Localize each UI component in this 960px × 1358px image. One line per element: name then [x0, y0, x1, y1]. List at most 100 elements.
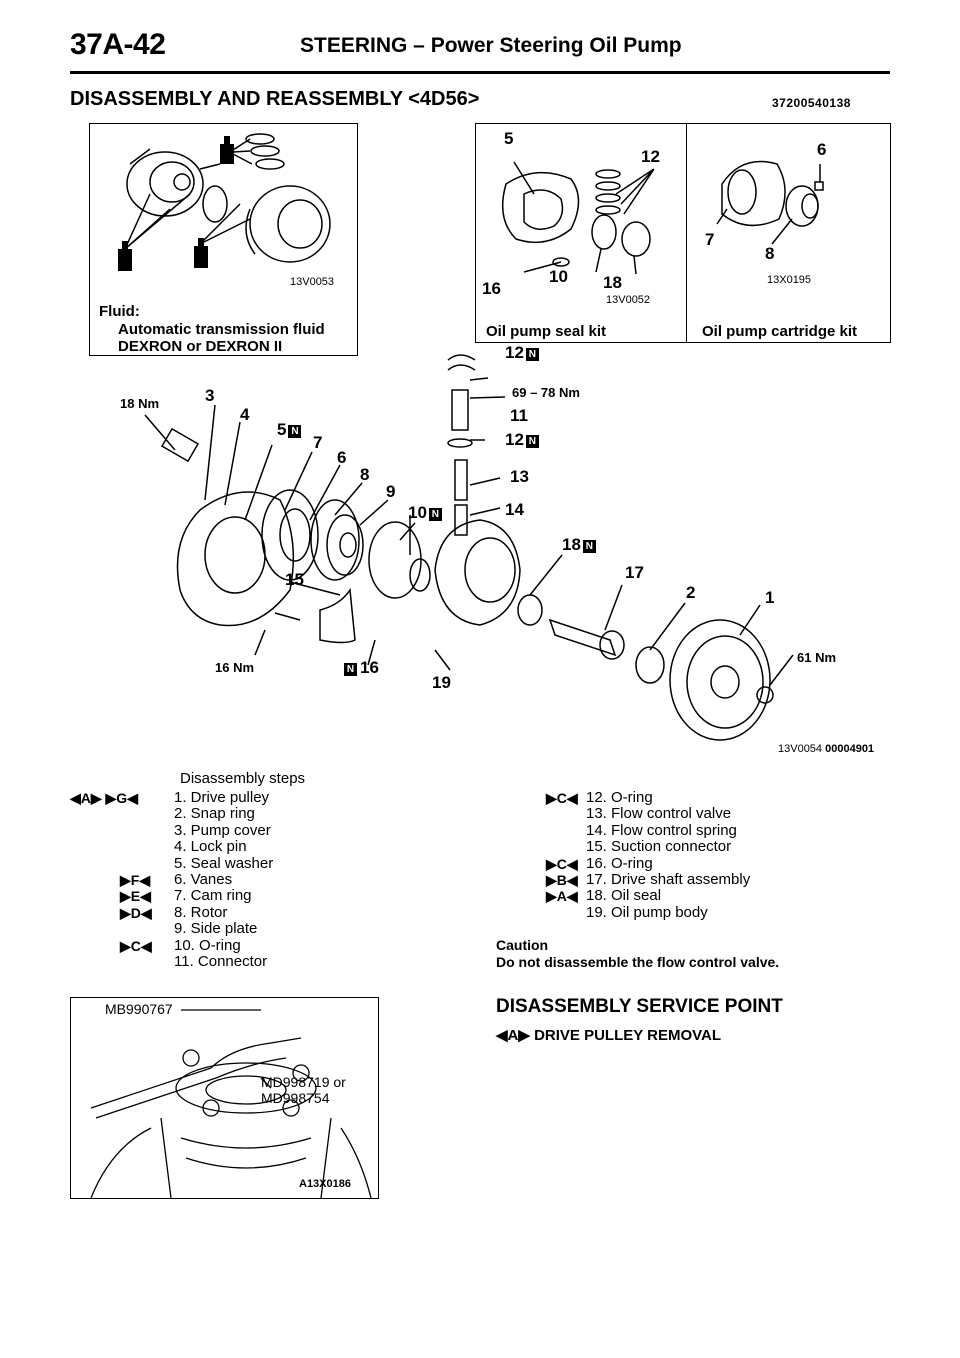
fluid-image-code: 13V0053 — [290, 276, 335, 288]
callout-14: 14 — [505, 500, 524, 519]
fluid-box: 13V0053 Fluid: Automatic transmission fl… — [89, 123, 358, 356]
step-text: 10. O-ring — [174, 936, 241, 954]
fluid-parts-illustration — [118, 133, 331, 271]
step-text: 17. Drive shaft assembly — [586, 870, 751, 888]
step-text: 18. Oil seal — [586, 887, 662, 905]
seal-num-10: 10 — [549, 267, 568, 286]
callout-4: 4 — [240, 405, 250, 424]
step-marks: ▶A◀ — [546, 888, 578, 905]
seal-kit-illustration — [501, 161, 655, 275]
callout-16nm: 16 Nm — [215, 660, 255, 675]
seal-kit-box: 5 12 16 10 18 13V0052 Oil pump seal kit — [475, 123, 688, 343]
seal-num-16: 16 — [482, 279, 501, 298]
step-item: 14. Flow control spring — [496, 821, 896, 839]
callout-61nm: 61 Nm — [797, 650, 837, 665]
step-text: 13. Flow control valve — [586, 805, 732, 823]
step-text: 4. Lock pin — [174, 838, 247, 856]
caution-label: Caution — [496, 937, 549, 953]
cartridge-num-6: 6 — [817, 140, 827, 159]
step-marks: ◀A▶ ▶G◀ — [70, 790, 138, 806]
callout-6: 6 — [337, 448, 347, 467]
fluid-label: Fluid: — [99, 303, 140, 320]
step-text: 19. Oil pump body — [586, 903, 708, 921]
step-text: 9. Side plate — [174, 920, 258, 938]
fluid-line-2: DEXRON or DEXRON II — [118, 338, 283, 355]
step-item: 9. Side plate — [70, 920, 430, 938]
cartridge-kit-box: 6 7 8 13X0195 Oil pump cartridge kit — [686, 123, 891, 343]
header-rule — [70, 71, 890, 74]
tool-md998719: MD998719 or — [261, 1074, 346, 1090]
callout-3: 3 — [205, 386, 215, 405]
callout-9: 9 — [386, 482, 396, 501]
callout-8: 8 — [360, 465, 370, 484]
section-code: 37200540138 — [772, 96, 851, 110]
step-item: 11. Connector — [70, 952, 430, 970]
step-item: ▶A◀ 18. Oil seal — [496, 887, 896, 905]
step-text: 1. Drive pulley — [174, 789, 270, 806]
step-text: 2. Snap ring — [174, 805, 255, 823]
section-title: DISASSEMBLY AND REASSEMBLY <4D56> — [70, 88, 480, 110]
step-text: 15. Suction connector — [586, 838, 732, 856]
caution-text: Do not disassemble the flow control valv… — [496, 954, 780, 970]
step-marks: ▶D◀ — [120, 904, 152, 921]
cartridge-kit-illustration — [716, 160, 824, 245]
exploded-view-illustration — [144, 354, 794, 741]
step-item: 19. Oil pump body — [496, 903, 896, 921]
callout-15: 15 — [285, 570, 304, 589]
step-text: 12. O-ring — [586, 789, 653, 806]
n-mark: N — [428, 508, 442, 521]
step-marks: ▶E◀ — [120, 888, 151, 905]
callout-13: 13 — [510, 467, 529, 486]
step-marks: ▶B◀ — [546, 871, 578, 888]
callout-11: 11 — [510, 406, 528, 425]
step-text: 14. Flow control spring — [586, 821, 737, 839]
step-item: 15. Suction connector — [496, 838, 896, 856]
step-marks: ▶F◀ — [120, 871, 151, 888]
step-text: 11. Connector — [174, 952, 268, 970]
n-mark: N — [344, 663, 357, 676]
service-point-title: DISASSEMBLY SERVICE POINT — [496, 996, 783, 1017]
step-item: 3. Pump cover — [70, 821, 430, 839]
page-number: 37A-42 — [70, 28, 166, 61]
callout-19: 19 — [432, 673, 451, 692]
step-marks: ▶C◀ — [546, 855, 578, 872]
step-item: ▶C◀10. O-ring — [70, 936, 430, 954]
step-item: ◀A▶ ▶G◀ 1. Drive pulley — [70, 789, 430, 806]
step-text: 8. Rotor — [174, 903, 228, 921]
step-item: 13. Flow control valve — [496, 805, 896, 823]
step-marks: ▶C◀ — [546, 790, 578, 806]
step-text: 6. Vanes — [174, 870, 233, 888]
step-text: 5. Seal washer — [174, 854, 274, 872]
steps-heading: Disassembly steps — [180, 770, 306, 787]
seal-num-5: 5 — [504, 129, 514, 148]
cartridge-num-7: 7 — [705, 230, 715, 249]
cartridge-image-code: 13X0195 — [767, 274, 812, 286]
step-text: 16. O-ring — [586, 854, 653, 872]
step-text: 7. Cam ring — [174, 887, 252, 905]
step-item: ▶B◀ 17. Drive shaft assembly — [496, 870, 896, 888]
step-item: 5. Seal washer — [70, 854, 430, 872]
n-mark: N — [525, 435, 539, 448]
step-item: 4. Lock pin — [70, 838, 430, 856]
cartridge-kit-caption: Oil pump cartridge kit — [702, 323, 858, 340]
n-mark: N — [582, 540, 596, 553]
seal-num-18: 18 — [603, 273, 622, 292]
callout-69-78nm: 69 – 78 Nm — [512, 385, 580, 400]
tool-md998754: MD998754 — [261, 1090, 330, 1106]
step-item: ▶E◀ 7. Cam ring — [70, 887, 430, 905]
step-item: ▶C◀ 12. O-ring — [496, 789, 896, 806]
tool-illustration — [90, 1009, 372, 1198]
seal-num-12: 12 — [641, 147, 660, 166]
step-text: 3. Pump cover — [174, 821, 271, 839]
tool-mb990767: MB990767 — [105, 1001, 173, 1017]
fluid-line-1: Automatic transmission fluid — [118, 321, 325, 338]
seal-image-code: 13V0052 — [606, 294, 651, 306]
tool-figure: MB990767 MD998719 or MD998754 A13X0186 — [70, 997, 379, 1199]
callout-17: 17 — [625, 563, 644, 582]
callout-2: 2 — [686, 583, 696, 602]
